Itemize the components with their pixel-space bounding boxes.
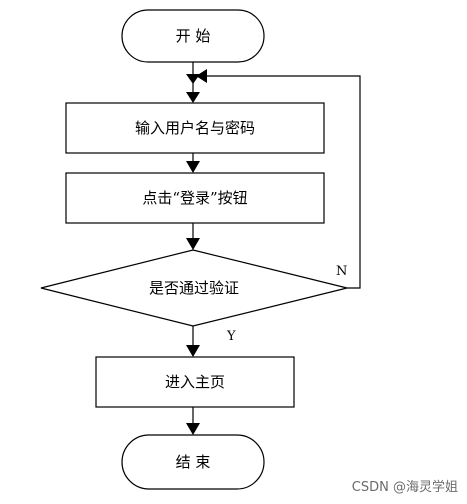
arrowhead-decision [186, 238, 200, 250]
click-login-label: 点击“登录”按钮 [142, 189, 247, 207]
end-label: 结 束 [176, 453, 211, 471]
input-credentials-label: 输入用户名与密码 [135, 119, 255, 137]
start-node: 开 始 [121, 9, 265, 63]
loop-back-arrowhead [196, 69, 207, 83]
click-login-node: 点击“登录”按钮 [65, 172, 325, 224]
yes-branch-label: Y [226, 329, 236, 344]
start-label: 开 始 [176, 27, 211, 45]
end-node: 结 束 [121, 434, 265, 490]
no-branch-label: N [336, 264, 347, 279]
arrowhead-start [186, 74, 200, 84]
enter-homepage-label: 进入主页 [165, 373, 225, 391]
enter-homepage-node: 进入主页 [95, 356, 295, 408]
arrowhead-click [186, 161, 200, 173]
verification-decision-node: 是否通过验证 [40, 249, 348, 327]
decision-label: 是否通过验证 [149, 279, 239, 297]
arrowhead-input [186, 92, 200, 103]
arrowhead-enter [186, 345, 200, 357]
loop-back-line [199, 75, 361, 289]
watermark: CSDN @海灵学姐 [352, 479, 458, 495]
input-credentials-node: 输入用户名与密码 [65, 102, 325, 154]
arrowhead-end [186, 423, 200, 435]
